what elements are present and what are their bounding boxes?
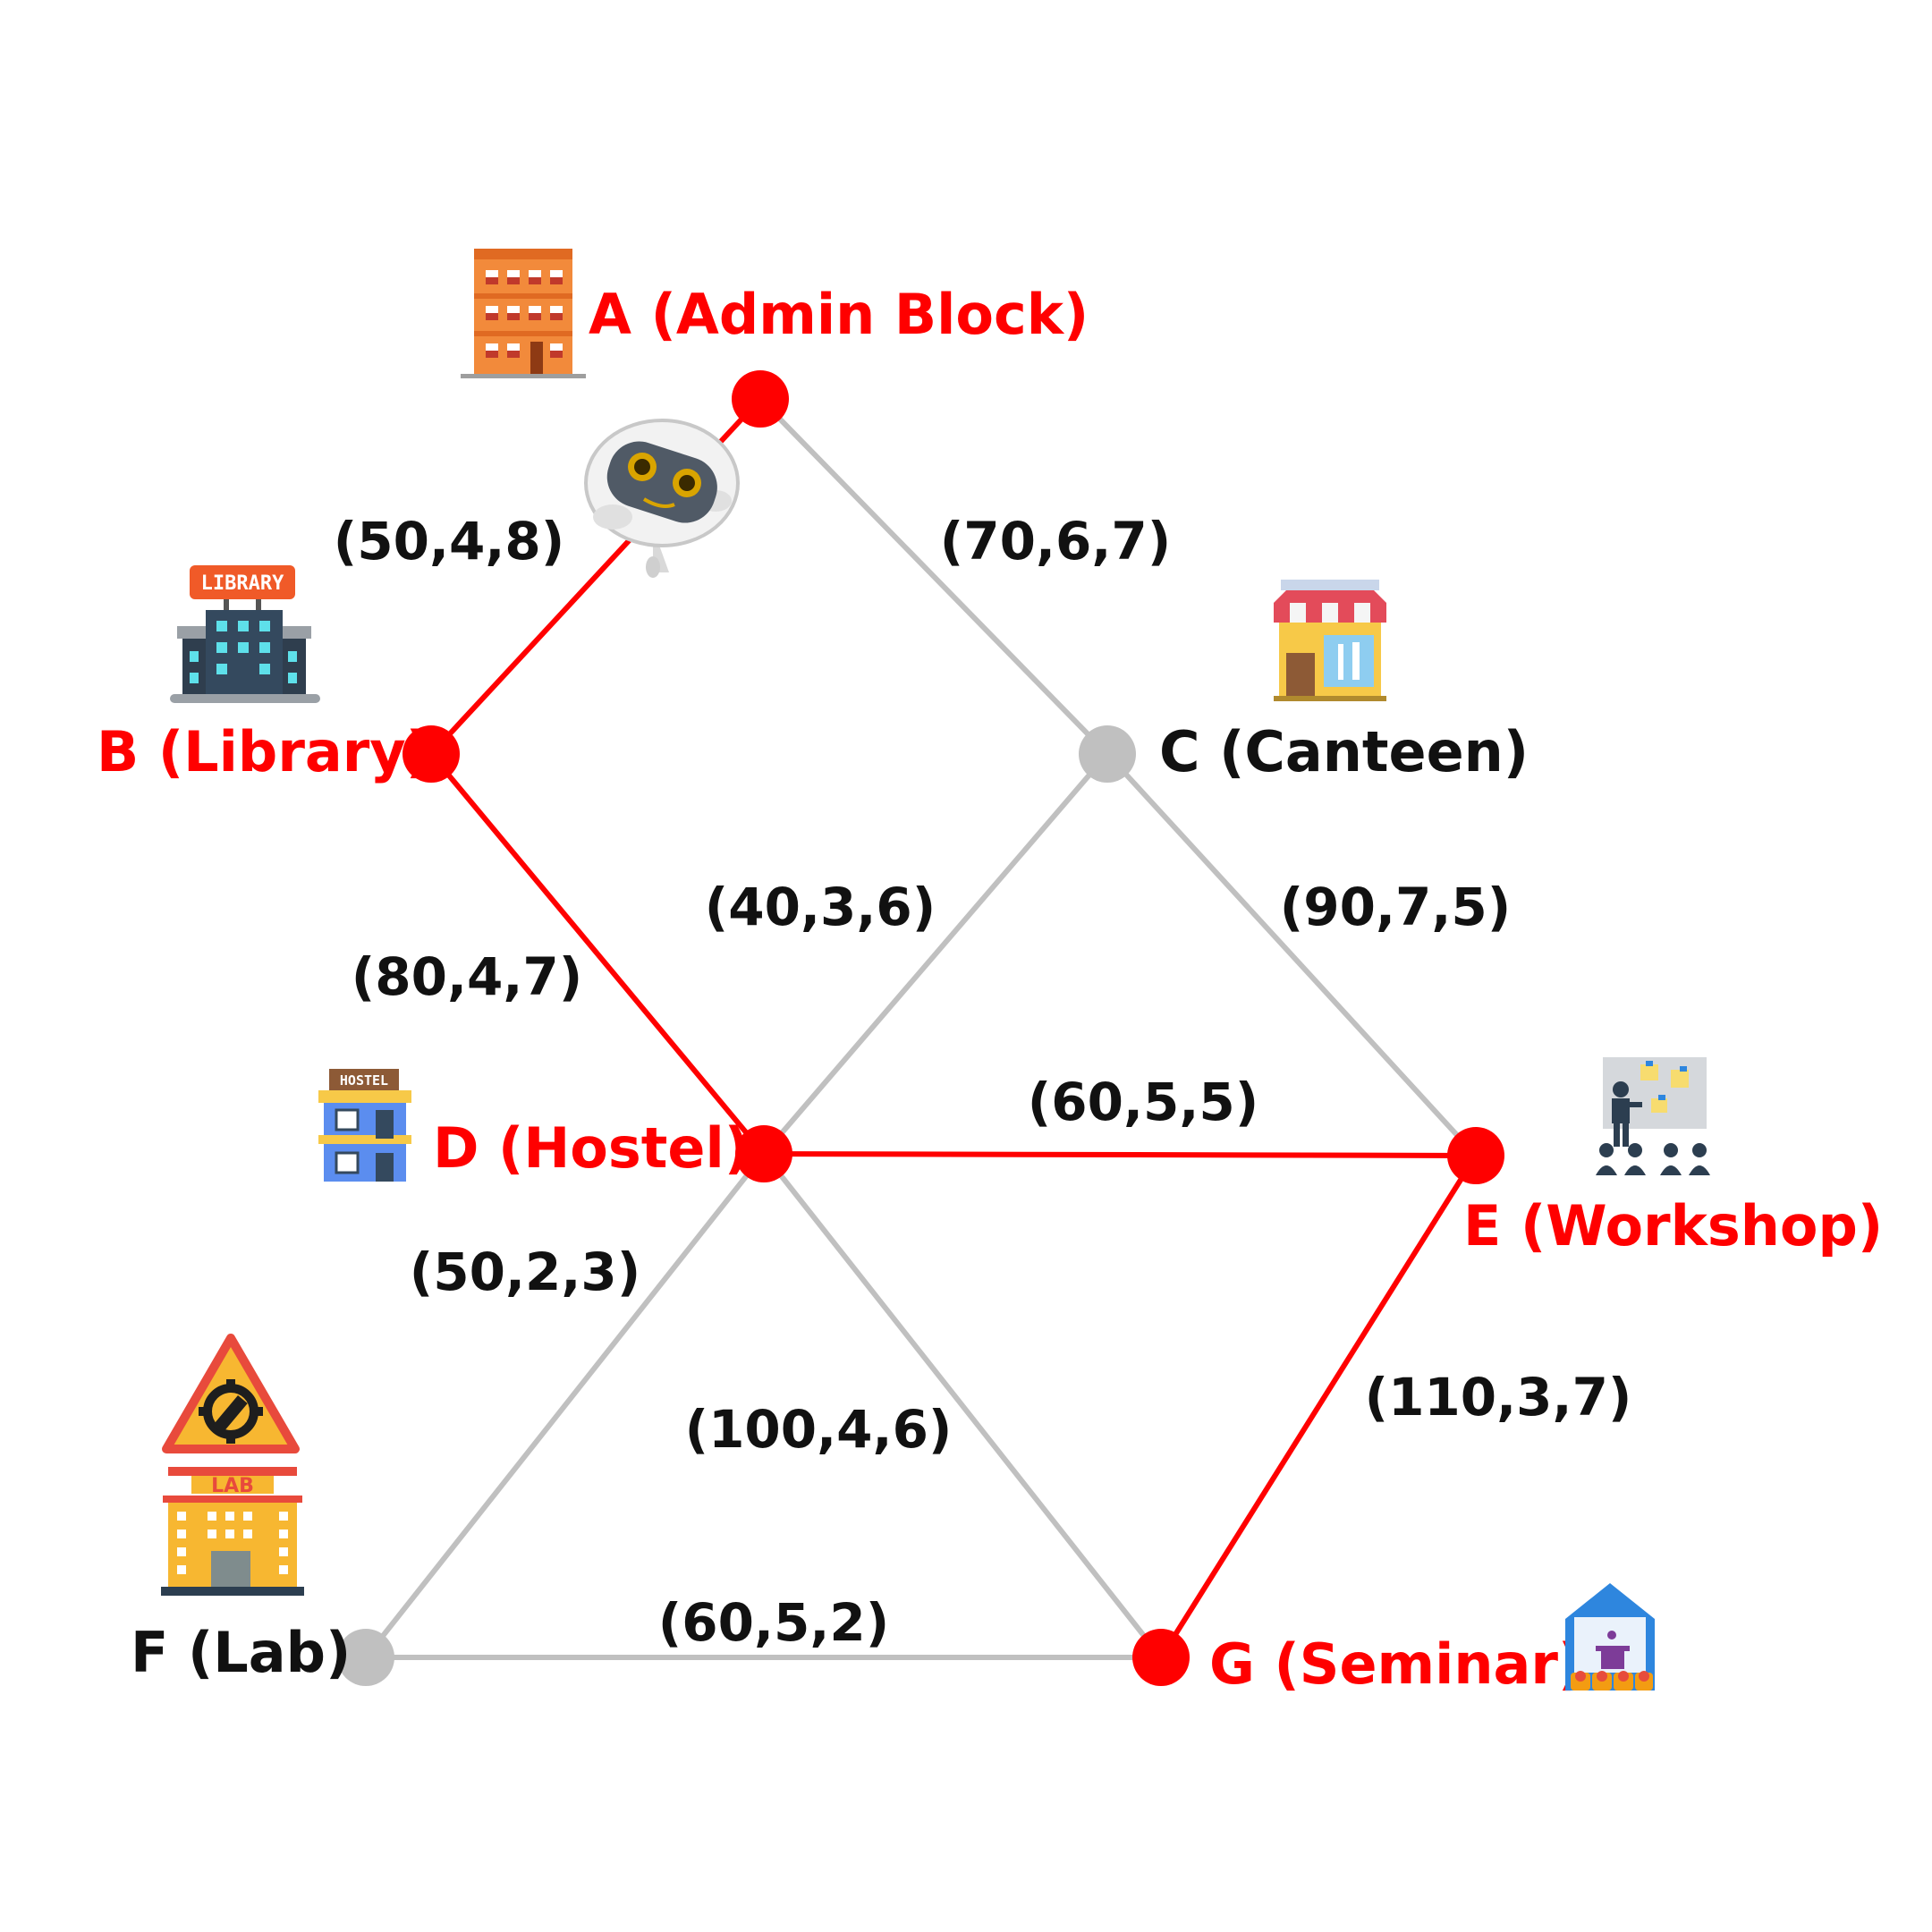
- edge-label-d-e: (60,5,5): [1028, 1072, 1259, 1132]
- node-label-c: C (Canteen): [1159, 719, 1529, 784]
- node-d: [735, 1125, 792, 1182]
- edge-label-c-e: (90,7,5): [1280, 877, 1512, 937]
- edge-d-f: [363, 1152, 767, 1659]
- node-c: [1079, 725, 1136, 783]
- edge-e-g: [1158, 1154, 1479, 1659]
- node-label-a: A (Admin Block): [589, 282, 1089, 347]
- edge-b-d: [428, 752, 767, 1156]
- robot-icon: [584, 419, 740, 578]
- hostel-building-icon: HOSTEL: [318, 1069, 411, 1182]
- edge-c-e: [1105, 751, 1479, 1158]
- lab-building-icon: LAB: [161, 1334, 304, 1596]
- edge-d-e: [763, 1151, 1477, 1158]
- edge-label-b-d: (80,4,7): [352, 946, 583, 1007]
- admin-building-icon: [461, 249, 586, 378]
- node-label-d: D (Hostel): [433, 1115, 750, 1181]
- edge-label-a-c: (70,6,7): [940, 511, 1172, 572]
- library-sign-text: LIBRARY: [201, 572, 284, 595]
- edge-a-c: [758, 396, 1110, 757]
- edge-label-c-d: (40,3,6): [705, 877, 936, 937]
- edge-label-a-b: (50,4,8): [334, 511, 565, 572]
- edge-d-g: [761, 1152, 1164, 1659]
- node-label-e: E (Workshop): [1463, 1193, 1883, 1258]
- edge-label-d-g: (100,4,6): [685, 1399, 953, 1460]
- hostel-sign-text: HOSTEL: [340, 1072, 388, 1089]
- node-g: [1132, 1629, 1190, 1686]
- library-building-icon: LIBRARY: [170, 565, 320, 703]
- node-a: [732, 370, 789, 428]
- node-b: [402, 725, 460, 783]
- node-f: [337, 1629, 394, 1686]
- seminar-hall-icon: [1565, 1583, 1655, 1690]
- edge-c-d: [761, 752, 1110, 1156]
- node-label-b: B (Library): [97, 719, 431, 784]
- edge-label-e-g: (110,3,7): [1365, 1367, 1632, 1428]
- node-label-f: F (Lab): [131, 1620, 351, 1685]
- workshop-presentation-icon: [1596, 1057, 1710, 1175]
- edge-label-f-g: (60,5,2): [658, 1592, 890, 1653]
- edge-label-d-f: (50,2,3): [410, 1241, 641, 1302]
- canteen-shop-icon: [1274, 580, 1386, 701]
- lab-sign-text: LAB: [211, 1475, 254, 1497]
- node-label-g: G (Seminar): [1209, 1631, 1583, 1697]
- node-e: [1447, 1127, 1504, 1184]
